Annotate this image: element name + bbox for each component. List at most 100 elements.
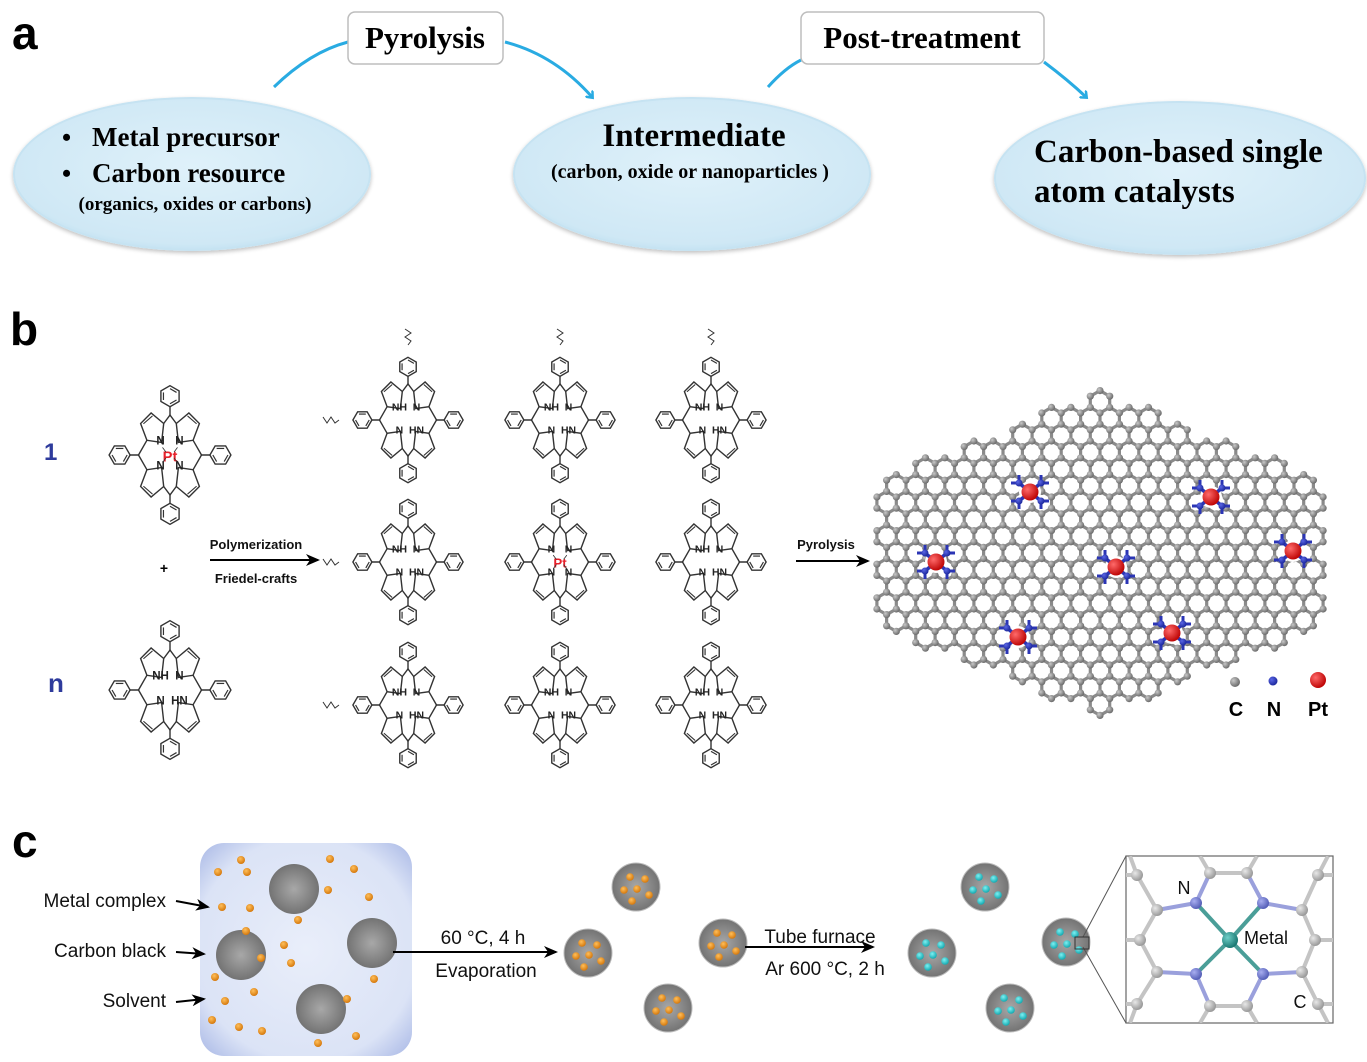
inset-nitrogen-atom bbox=[1190, 897, 1202, 909]
metal-complex-dot bbox=[326, 855, 334, 863]
carbon-atom bbox=[1086, 594, 1094, 602]
bond bbox=[378, 419, 388, 434]
carbon-atom bbox=[902, 543, 910, 552]
pyrrole-ring bbox=[139, 701, 165, 733]
bond bbox=[192, 674, 203, 691]
metal-complex-dot bbox=[237, 856, 245, 864]
bond bbox=[580, 691, 590, 706]
bond bbox=[575, 447, 585, 456]
carbon-atom bbox=[1241, 493, 1250, 501]
double-bond bbox=[668, 419, 673, 427]
carbon-atom bbox=[1096, 454, 1104, 462]
double-bond bbox=[749, 419, 754, 427]
carbon-atom bbox=[1251, 555, 1259, 563]
carbon-atom bbox=[1009, 605, 1017, 613]
carbon-atom bbox=[1309, 543, 1317, 552]
carbon-atom bbox=[912, 527, 920, 535]
bond bbox=[563, 564, 568, 570]
nitrogen-atom bbox=[1123, 572, 1131, 580]
bond bbox=[407, 589, 415, 599]
carbon-atom bbox=[960, 622, 968, 630]
carbon-atom bbox=[1135, 543, 1143, 552]
carbon-atom bbox=[1086, 493, 1094, 501]
double-bond bbox=[212, 689, 218, 697]
inset-bond bbox=[1156, 970, 1197, 976]
inset-carbon-atom bbox=[1204, 1000, 1216, 1012]
carbon-atom bbox=[1125, 661, 1133, 669]
bond bbox=[428, 561, 438, 576]
carbon-atom bbox=[1038, 543, 1046, 552]
carbon-atom bbox=[999, 521, 1007, 529]
bond bbox=[423, 447, 433, 456]
benzene-ring bbox=[443, 411, 464, 429]
metal-complex-dot bbox=[645, 891, 653, 899]
carbon-atom bbox=[931, 639, 939, 647]
inset-bond bbox=[1194, 901, 1232, 942]
metal-complex-dot bbox=[593, 941, 601, 949]
pyrrole-ring bbox=[532, 572, 556, 601]
bond bbox=[401, 383, 409, 393]
carbon-atom bbox=[1009, 471, 1017, 479]
single-atom-dot bbox=[975, 873, 983, 881]
bond bbox=[187, 415, 197, 425]
carbon-atom bbox=[1251, 476, 1259, 484]
bond bbox=[704, 668, 712, 678]
carbon-atom bbox=[1067, 459, 1075, 467]
bond bbox=[580, 406, 590, 421]
carbon-atom bbox=[980, 443, 988, 451]
carbon-atom bbox=[1309, 588, 1317, 596]
carbon-atom bbox=[1047, 437, 1056, 445]
carbon-atom bbox=[1319, 594, 1327, 602]
carbon-atom bbox=[1290, 521, 1298, 529]
bond bbox=[535, 384, 545, 393]
carbon-atom bbox=[960, 644, 968, 652]
carbon-atom bbox=[1125, 459, 1133, 467]
bond bbox=[686, 589, 696, 598]
double-bond bbox=[710, 750, 718, 756]
bond bbox=[559, 525, 567, 535]
metal-complex-dot bbox=[641, 875, 649, 883]
nitrogen-label: HN bbox=[561, 425, 576, 436]
double-bond bbox=[169, 623, 177, 628]
nitrogen-label: N bbox=[548, 425, 556, 436]
bond bbox=[580, 704, 590, 719]
inset-bond bbox=[1262, 970, 1303, 976]
carbon-atom bbox=[1300, 527, 1308, 535]
bond bbox=[704, 383, 712, 393]
carbon-atom bbox=[1300, 571, 1308, 580]
step-ellipse-product bbox=[994, 101, 1366, 255]
platinum-atom bbox=[1021, 483, 1039, 501]
carbon-atom bbox=[1319, 605, 1327, 613]
benzene-ring bbox=[443, 696, 464, 714]
inset-label-metal: Metal bbox=[1244, 928, 1288, 948]
bond bbox=[681, 406, 691, 421]
plus-sign: + bbox=[160, 560, 168, 576]
metal-complex-dot bbox=[658, 994, 666, 1002]
mixture-contents bbox=[208, 855, 397, 1047]
carbon-atom bbox=[989, 627, 997, 636]
monomer-label-n: n bbox=[48, 668, 64, 698]
carbon-atom bbox=[912, 471, 920, 479]
pyrolysis-label: Pyrolysis bbox=[365, 20, 485, 55]
bond bbox=[726, 384, 736, 393]
carbon-atom bbox=[1300, 471, 1308, 479]
carbon-atom bbox=[989, 437, 997, 445]
double-bond bbox=[456, 419, 461, 427]
carbon-atom bbox=[1241, 627, 1250, 636]
carbon-atom bbox=[912, 493, 920, 501]
carbon-atom bbox=[1057, 510, 1065, 518]
carbon-atom bbox=[1193, 543, 1201, 552]
carbon-atom bbox=[1018, 420, 1027, 428]
carbon-atom bbox=[980, 588, 988, 596]
carbon-atom bbox=[1086, 672, 1094, 680]
carbon-atom bbox=[980, 454, 988, 462]
carbon-atom bbox=[912, 504, 920, 512]
carbon-atom bbox=[1193, 644, 1201, 652]
carbon-atom bbox=[1096, 655, 1104, 664]
carbon-atom bbox=[950, 571, 959, 580]
double-bond bbox=[759, 561, 764, 569]
carbon-atom bbox=[1144, 493, 1153, 501]
carbon-atom bbox=[1270, 521, 1279, 529]
